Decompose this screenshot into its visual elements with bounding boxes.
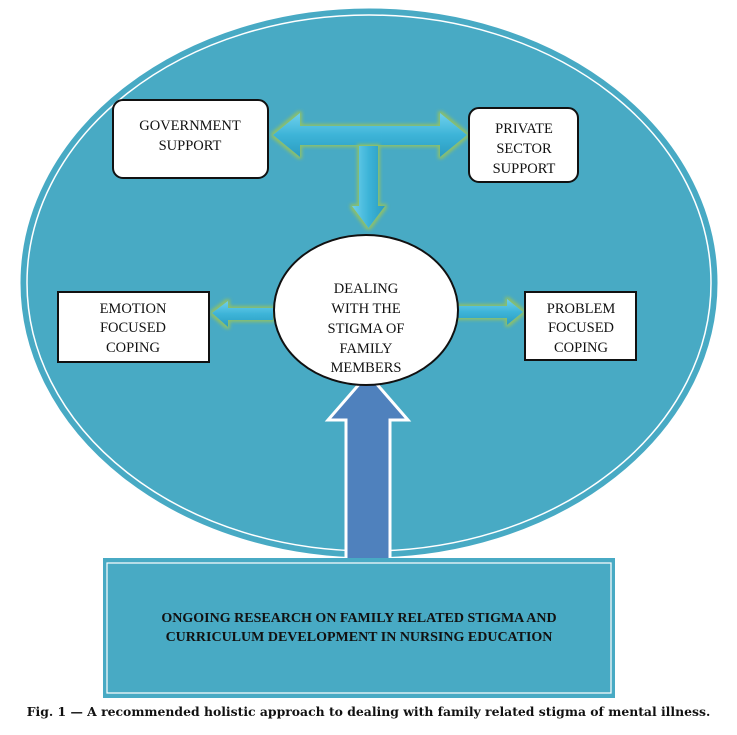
node-label: PRIVATE	[495, 121, 553, 137]
node-label: PROBLEM	[547, 301, 616, 317]
node-label: SUPPORT	[159, 138, 222, 154]
node-label: CURRICULUM DEVELOPMENT IN NURSING EDUCAT…	[166, 630, 553, 645]
node-label: WITH THE	[331, 301, 401, 317]
government-support-node: GOVERNMENT SUPPORT	[112, 99, 269, 179]
node-label: EMOTION	[100, 301, 167, 317]
problem-focused-coping-node: PROBLEM FOCUSED COPING	[524, 291, 637, 361]
ongoing-research-node: ONGOING RESEARCH ON FAMILY RELATED STIGM…	[103, 558, 615, 698]
figure-caption: Fig. 1 — A recommended holistic approach…	[26, 704, 711, 719]
down-arrow	[352, 146, 385, 228]
node-label: STIGMA OF	[328, 321, 405, 337]
double-arrow	[273, 113, 467, 157]
node-label: GOVERNMENT	[139, 118, 241, 134]
emotion-focused-coping-node: EMOTION FOCUSED COPING	[57, 291, 210, 363]
node-label: ONGOING RESEARCH ON FAMILY RELATED STIGM…	[161, 611, 556, 626]
node-label: COPING	[554, 340, 609, 356]
node-label: COPING	[106, 340, 161, 356]
dealing-with-stigma-node: DEALING WITH THE STIGMA OF FAMILY MEMBER…	[273, 234, 459, 386]
node-label: SUPPORT	[493, 161, 556, 177]
private-sector-support-node: PRIVATE SECTOR SUPPORT	[468, 107, 579, 183]
node-label: DEALING	[334, 281, 399, 297]
node-label: FAMILY	[339, 341, 393, 357]
node-label: SECTOR	[496, 141, 552, 157]
node-label: MEMBERS	[331, 360, 402, 376]
right-arrow	[457, 299, 523, 325]
node-label: FOCUSED	[100, 320, 166, 336]
node-label: FOCUSED	[548, 320, 614, 336]
left-arrow	[212, 301, 273, 327]
